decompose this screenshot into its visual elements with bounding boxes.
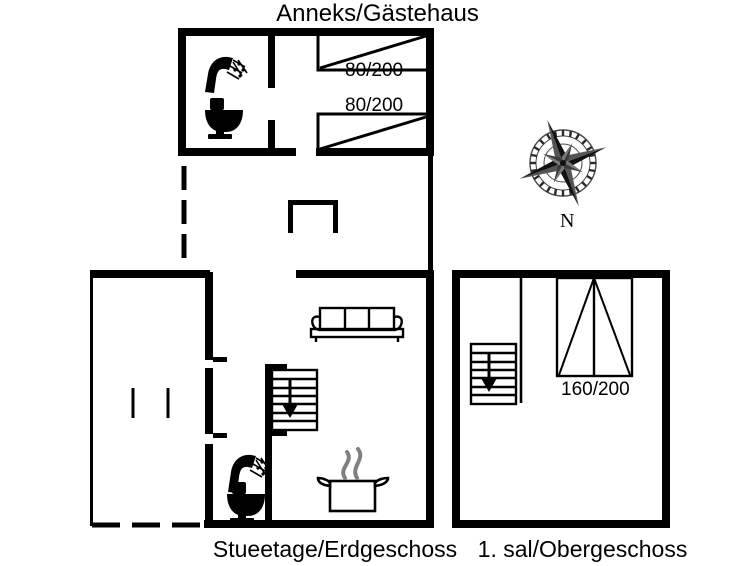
stairs-down-icon	[469, 342, 518, 406]
toilet-icon	[205, 98, 243, 139]
compass-rose-icon	[519, 119, 607, 207]
ground-floor-block	[90, 270, 434, 528]
bed-upper-double	[555, 276, 634, 378]
sofa-icon	[309, 306, 405, 342]
ground-wall-top-right	[296, 270, 434, 278]
floor-label-ground: Stueetage/Erdgeschoss	[212, 536, 458, 562]
ground-partition-b	[205, 368, 213, 434]
ground-wall-left	[90, 270, 93, 526]
upper-wall-top	[452, 270, 670, 278]
dimension-label-bed-annex-bottom: 80/200	[345, 95, 404, 116]
ground-wall-bottom	[204, 520, 434, 528]
stair-wall-stub-top	[265, 364, 287, 370]
annex-wall-right	[426, 28, 434, 156]
upper-wall-left	[452, 270, 460, 528]
annex-partition-lower	[268, 120, 275, 156]
annex-wall-left	[178, 28, 186, 156]
page-title-annex: Anneks/Gästehaus	[276, 0, 479, 27]
stairs-down-icon	[270, 368, 319, 432]
dimension-label-bed-upper: 160/200	[561, 379, 630, 400]
dimension-label-bed-annex-top: 80/200	[345, 60, 404, 81]
bed-annex-bottom	[316, 112, 430, 152]
ground-wall-top-left	[90, 270, 210, 278]
annex-partition-upper	[268, 36, 275, 88]
annex-wall-bottom-right	[316, 148, 434, 156]
ground-partition-bath	[265, 364, 272, 528]
upper-floor-block	[452, 270, 670, 528]
compass-north-label: N	[560, 210, 575, 232]
annex-wall-bottom-left	[178, 148, 296, 156]
connector-wall-right	[428, 156, 433, 270]
stair-wall-stub-bottom	[265, 430, 287, 436]
connector-walls	[181, 156, 433, 270]
annex-wall-top	[178, 28, 434, 36]
cooking-pot-icon	[316, 447, 390, 513]
ground-partition-a	[205, 272, 213, 360]
shower-icon	[205, 56, 248, 93]
floor-label-upper: 1. sal/Obergeschoss	[477, 536, 688, 562]
door-jamb-upper	[213, 357, 227, 362]
closet-u-shape	[288, 200, 338, 233]
upper-wall-right	[662, 270, 670, 528]
bed-annex-top	[316, 32, 430, 72]
toilet-icon	[227, 482, 265, 523]
annex-block	[178, 28, 434, 156]
upper-wall-bottom	[452, 520, 670, 528]
ground-partition-c	[205, 444, 213, 528]
door-jamb-lower	[213, 433, 227, 438]
ground-wall-right	[426, 270, 434, 528]
